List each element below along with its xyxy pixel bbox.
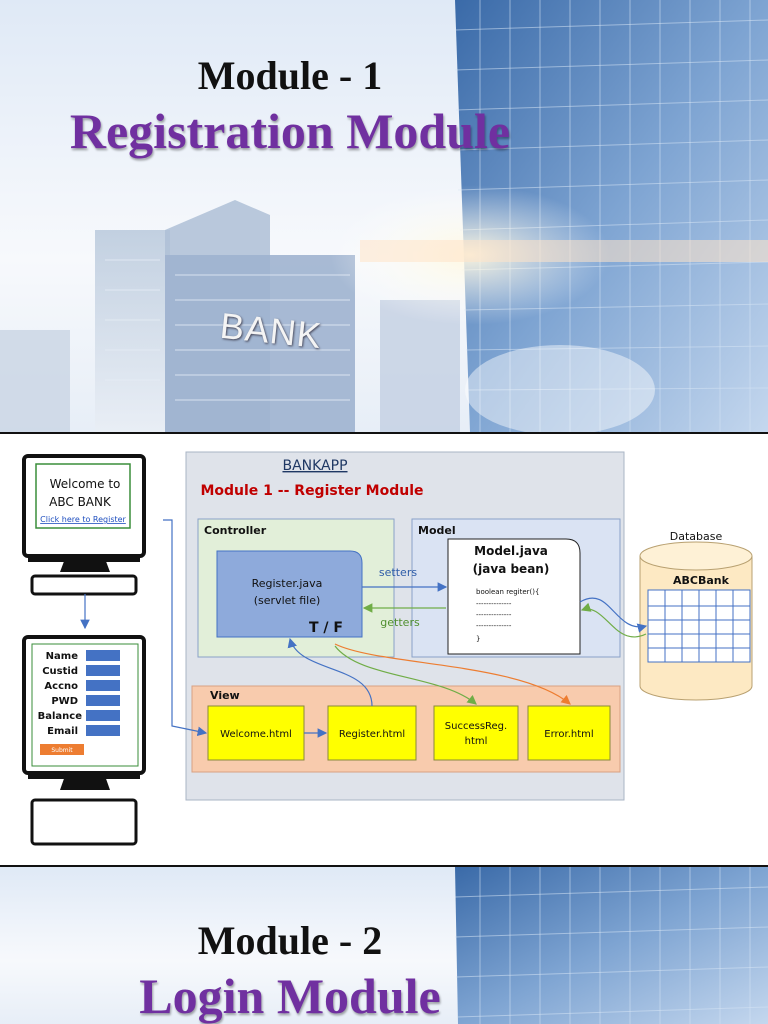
bean-box [447,538,581,655]
form-label-email: Email [47,726,78,737]
success-arrow [334,645,477,705]
true-false-label: T / F [309,620,343,636]
form-label-name: Name [46,651,79,662]
app-title: BANKAPP [282,458,347,474]
welcome-line2: ABC BANK [49,495,112,509]
database-label: Database [670,530,723,543]
welcome-page-label: Welcome.html [220,729,292,740]
slide1-title: Module - 1 [197,53,383,98]
slide3-title: Module - 2 [197,918,383,963]
view-page-welcome [207,705,305,761]
slide1-subtitle: Registration Module [69,103,511,159]
model-body-line2: -------------- [476,611,512,619]
architecture-diagram: Welcome to ABC BANK Click here to Regist… [22,451,753,846]
view-label: View [210,689,240,702]
slide-separator [0,432,768,434]
city-background-2 [454,867,768,1024]
slide-separator-2 [0,865,768,867]
welcome-line1: Welcome to [50,477,121,491]
success-page-label-line1: SuccessReg. [445,721,507,732]
model-file-name: Model.java [474,544,548,558]
servlet-file-name: Register.java [252,577,323,590]
monitor-register-form [22,635,146,846]
city-background [0,0,768,432]
monitor-welcome [22,454,146,596]
submit-button-shape [40,744,84,755]
form-label-balance: Balance [38,711,83,722]
setters-label: setters [379,566,417,579]
form-label-custid: Custid [42,666,78,677]
slide-registration-module: Module - 1 Registration Module BANK [0,0,768,432]
slide-architecture-diagram: Welcome to ABC BANK Click here to Regist… [0,434,768,865]
view-page-success [433,705,519,761]
model-body-line1: -------------- [476,600,512,608]
flow-arrow-to-welcome [163,519,208,737]
controller-label: Controller [204,524,267,537]
form-label-pwd: PWD [51,696,78,707]
model-file-desc: (java bean) [473,562,550,576]
module-title: Module 1 -- Register Module [200,483,423,499]
db-write-arrow [579,597,648,633]
database-cylinder [639,541,753,701]
model-body-line3: -------------- [476,622,512,630]
model-method: boolean regiter(){ [476,588,539,596]
form-label-accno: Accno [44,681,78,692]
servlet-file-desc: (servlet file) [254,594,321,607]
error-page-label: Error.html [544,729,593,740]
database-name: ABCBank [673,574,730,587]
getters-label: getters [380,616,420,629]
register-page-label: Register.html [339,729,405,740]
db-read-arrow [580,602,647,638]
error-arrow [334,643,571,705]
success-page-label-line2: html [465,736,488,747]
view-page-error [527,705,611,761]
model-label: Model [418,524,456,537]
servlet-box [216,550,363,638]
register-link[interactable]: Click here to Register [40,515,126,524]
model-method-close: } [476,635,480,643]
slide-login-module: Module - 2 Login Module [0,867,768,1024]
view-page-register [327,705,417,761]
slide3-subtitle: Login Module [139,968,441,1024]
flow-arrow-register-servlet [287,637,373,707]
submit-button[interactable]: Submit [51,747,73,754]
